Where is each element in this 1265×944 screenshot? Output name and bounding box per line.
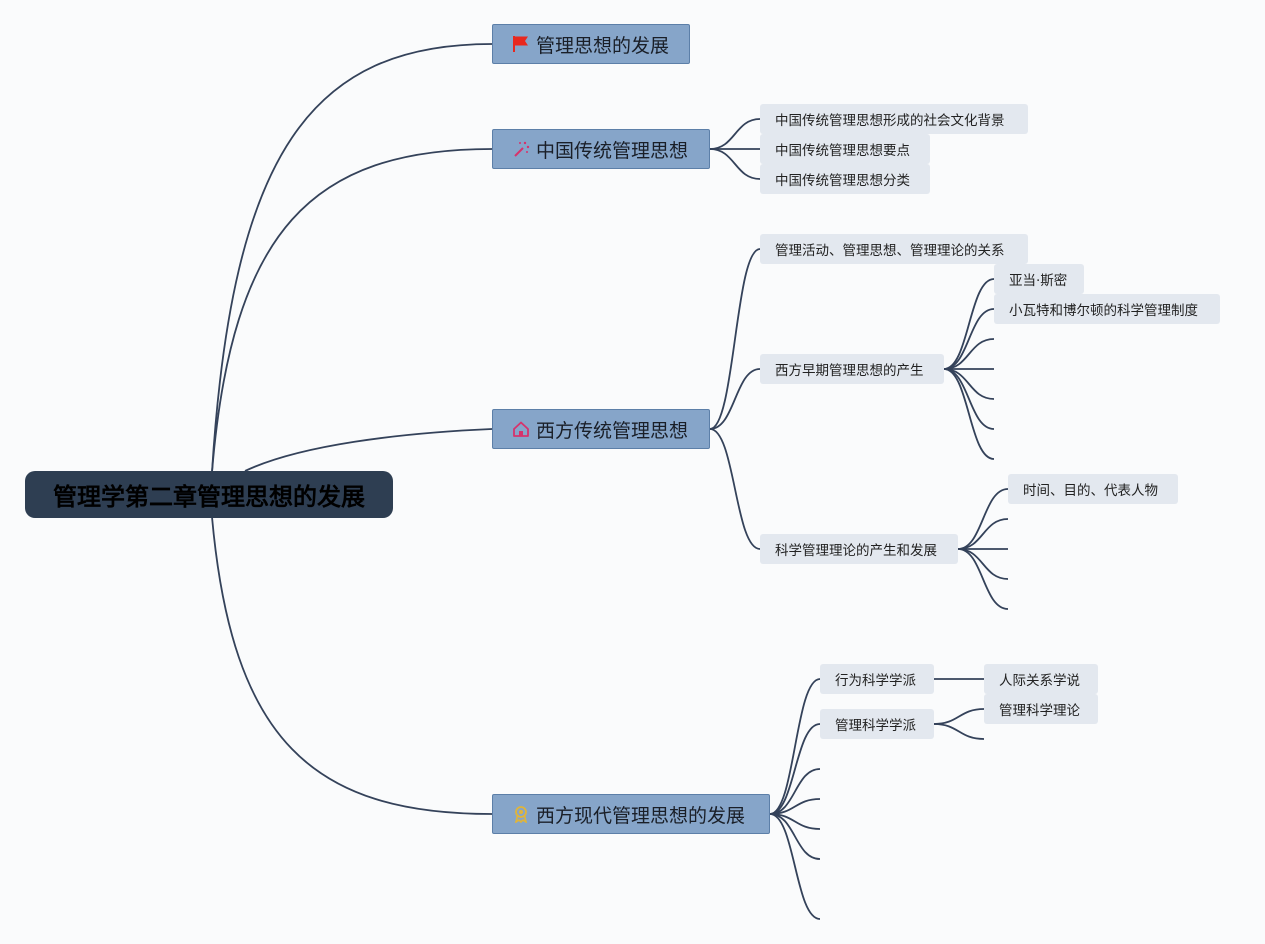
sub-label: 管理活动、管理思想、管理理论的关系 — [775, 243, 1005, 259]
link-wt-1 — [709, 368, 761, 430]
link-wt-0 — [709, 248, 761, 430]
link-wm-1 — [769, 723, 821, 815]
link-sci-4 — [957, 548, 1009, 610]
sub-label: 中国传统管理思想分类 — [775, 173, 910, 189]
link-sci-3 — [957, 548, 1009, 580]
house-icon — [511, 419, 531, 439]
link-early-0 — [943, 278, 995, 370]
root-link-3 — [244, 428, 493, 472]
sub-label: 亚当·斯密 — [1009, 273, 1068, 289]
link-sci-0 — [957, 488, 1009, 550]
link-early-5 — [943, 368, 995, 430]
topic-management-thought-development[interactable]: 管理思想的发展 — [492, 24, 690, 64]
sub-label: 人际关系学说 — [999, 673, 1080, 689]
link-early-1 — [943, 308, 995, 370]
link-mgmt-sci-0 — [933, 708, 985, 725]
root-link-4 — [211, 516, 493, 815]
root-topic[interactable]: 管理学第二章管理思想的发展 — [25, 471, 393, 518]
red-flag-icon — [511, 34, 531, 54]
link-wm-5 — [769, 813, 821, 860]
sub-key-points[interactable]: 中国传统管理思想要点 — [760, 134, 930, 164]
sub-label: 中国传统管理思想形成的社会文化背景 — [775, 113, 1005, 129]
link-cn-0 — [709, 118, 761, 150]
award-ribbon-icon — [511, 804, 531, 824]
root-link-2 — [211, 148, 493, 473]
sub-label: 西方早期管理思想的产生 — [775, 363, 924, 379]
link-early-2 — [943, 338, 995, 370]
sub-label: 管理科学学派 — [835, 718, 916, 734]
link-cn-2 — [709, 148, 761, 180]
link-early-6 — [943, 368, 995, 460]
link-mgmt-sci-1 — [933, 723, 985, 740]
sub-social-cultural-background[interactable]: 中国传统管理思想形成的社会文化背景 — [760, 104, 1028, 134]
sub-early-western-thought[interactable]: 西方早期管理思想的产生 — [760, 354, 944, 384]
root-link-1 — [211, 43, 493, 473]
sub-adam-smith[interactable]: 亚当·斯密 — [994, 264, 1084, 294]
sub-time-purpose-people[interactable]: 时间、目的、代表人物 — [1008, 474, 1178, 504]
link-wm-6 — [769, 813, 821, 920]
topic-label: 西方现代管理思想的发展 — [536, 804, 746, 827]
sub-classification[interactable]: 中国传统管理思想分类 — [760, 164, 930, 194]
sub-label: 科学管理理论的产生和发展 — [775, 543, 937, 559]
sub-scientific-management[interactable]: 科学管理理论的产生和发展 — [760, 534, 958, 564]
sub-label: 时间、目的、代表人物 — [1023, 483, 1158, 499]
sub-management-science-theory[interactable]: 管理科学理论 — [984, 694, 1098, 724]
link-early-4 — [943, 368, 995, 400]
sub-management-science-school[interactable]: 管理科学学派 — [820, 709, 934, 739]
magic-wand-icon — [511, 139, 531, 159]
sub-label: 中国传统管理思想要点 — [775, 143, 910, 159]
sub-label: 小瓦特和博尔顿的科学管理制度 — [1009, 303, 1198, 319]
topic-label: 管理思想的发展 — [536, 34, 670, 57]
topic-chinese-traditional[interactable]: 中国传统管理思想 — [492, 129, 710, 169]
sub-label: 管理科学理论 — [999, 703, 1080, 719]
sub-activity-thought-theory-relation[interactable]: 管理活动、管理思想、管理理论的关系 — [760, 234, 1028, 264]
topic-label: 西方传统管理思想 — [536, 419, 689, 442]
sub-watt-boulton[interactable]: 小瓦特和博尔顿的科学管理制度 — [994, 294, 1220, 324]
topic-western-modern[interactable]: 西方现代管理思想的发展 — [492, 794, 770, 834]
sub-behavioral-science[interactable]: 行为科学学派 — [820, 664, 934, 694]
link-wt-2 — [709, 428, 761, 550]
topic-label: 中国传统管理思想 — [536, 139, 689, 162]
root-title: 管理学第二章管理思想的发展 — [53, 483, 365, 511]
sub-label: 行为科学学派 — [835, 673, 916, 689]
sub-human-relations[interactable]: 人际关系学说 — [984, 664, 1098, 694]
link-wm-0 — [769, 678, 821, 815]
link-sci-1 — [957, 518, 1009, 550]
topic-western-traditional[interactable]: 西方传统管理思想 — [492, 409, 710, 449]
